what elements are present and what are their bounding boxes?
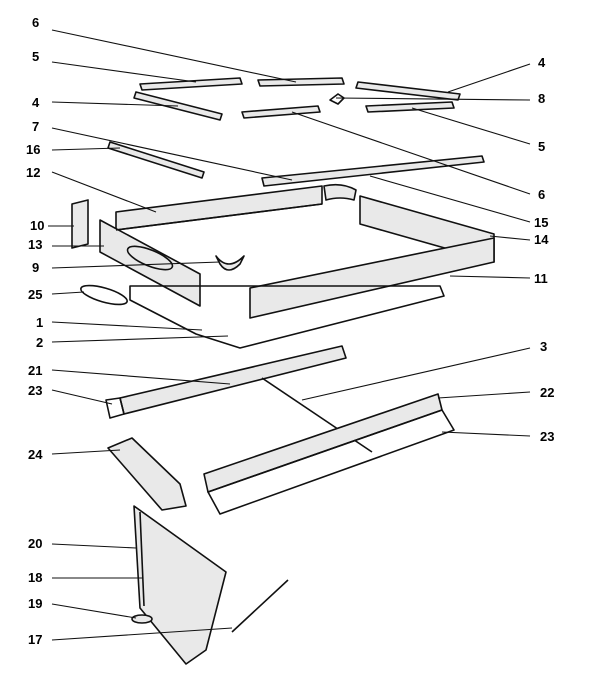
callout-21: 21 bbox=[28, 363, 43, 378]
part-brace-17 bbox=[231, 579, 289, 633]
leader-lines bbox=[48, 29, 531, 641]
part-bracket-10 bbox=[71, 199, 89, 249]
callout-22: 22 bbox=[540, 385, 555, 400]
callout-4: 4 bbox=[538, 55, 546, 70]
callout-10: 10 bbox=[30, 218, 45, 233]
callout-2: 2 bbox=[36, 335, 44, 350]
part-foot-19 bbox=[131, 614, 153, 624]
callout-5: 5 bbox=[32, 49, 40, 64]
callout-9: 9 bbox=[32, 260, 40, 275]
part-rail-6-center bbox=[241, 105, 321, 119]
part-rail-4-right bbox=[355, 81, 461, 101]
callout-7: 7 bbox=[32, 119, 40, 134]
part-clip-8 bbox=[329, 93, 345, 105]
part-leg-edge-18 bbox=[139, 511, 145, 607]
callout-13: 13 bbox=[28, 237, 43, 252]
part-bottom-panel-1 bbox=[129, 285, 445, 349]
part-rail-5-right bbox=[365, 101, 455, 113]
callout-14: 14 bbox=[534, 232, 549, 247]
callout-8: 8 bbox=[538, 91, 546, 106]
part-rail-23-left bbox=[105, 397, 125, 419]
callout-3: 3 bbox=[540, 339, 548, 354]
callout-17: 17 bbox=[28, 632, 43, 647]
part-cup-9 bbox=[215, 255, 245, 271]
part-handle-hole bbox=[126, 245, 174, 271]
part-grommet-25 bbox=[80, 284, 128, 306]
callout-25: 25 bbox=[28, 287, 43, 302]
part-rail-5-left bbox=[139, 77, 243, 91]
callout-6: 6 bbox=[32, 15, 40, 30]
part-rail-23-right bbox=[207, 409, 455, 515]
callout-23: 23 bbox=[540, 429, 555, 444]
callout-11: 11 bbox=[534, 271, 548, 286]
part-leg-frame-20 bbox=[133, 505, 227, 665]
part-rail-6-top bbox=[257, 77, 345, 87]
callout-12: 12 bbox=[26, 165, 41, 180]
frame-top-edge bbox=[115, 203, 323, 231]
callout-19: 19 bbox=[28, 596, 43, 611]
part-strip-16 bbox=[107, 141, 205, 179]
part-rail-21 bbox=[119, 345, 347, 415]
callout-16: 16 bbox=[26, 142, 41, 157]
part-frame-side-11 bbox=[249, 237, 495, 319]
callout-15: 15 bbox=[534, 215, 549, 230]
part-rail-15 bbox=[261, 155, 485, 187]
callout-4: 4 bbox=[32, 95, 40, 110]
part-frame-front-13 bbox=[99, 219, 201, 307]
part-cup-top bbox=[323, 183, 357, 201]
callout-24: 24 bbox=[28, 447, 43, 462]
callout-5: 5 bbox=[538, 139, 546, 154]
callout-6: 6 bbox=[538, 187, 546, 202]
callout-20: 20 bbox=[28, 536, 43, 551]
callout-18: 18 bbox=[28, 570, 43, 585]
part-bracket-24 bbox=[107, 437, 187, 511]
callout-23: 23 bbox=[28, 383, 43, 398]
callout-1: 1 bbox=[36, 315, 44, 330]
